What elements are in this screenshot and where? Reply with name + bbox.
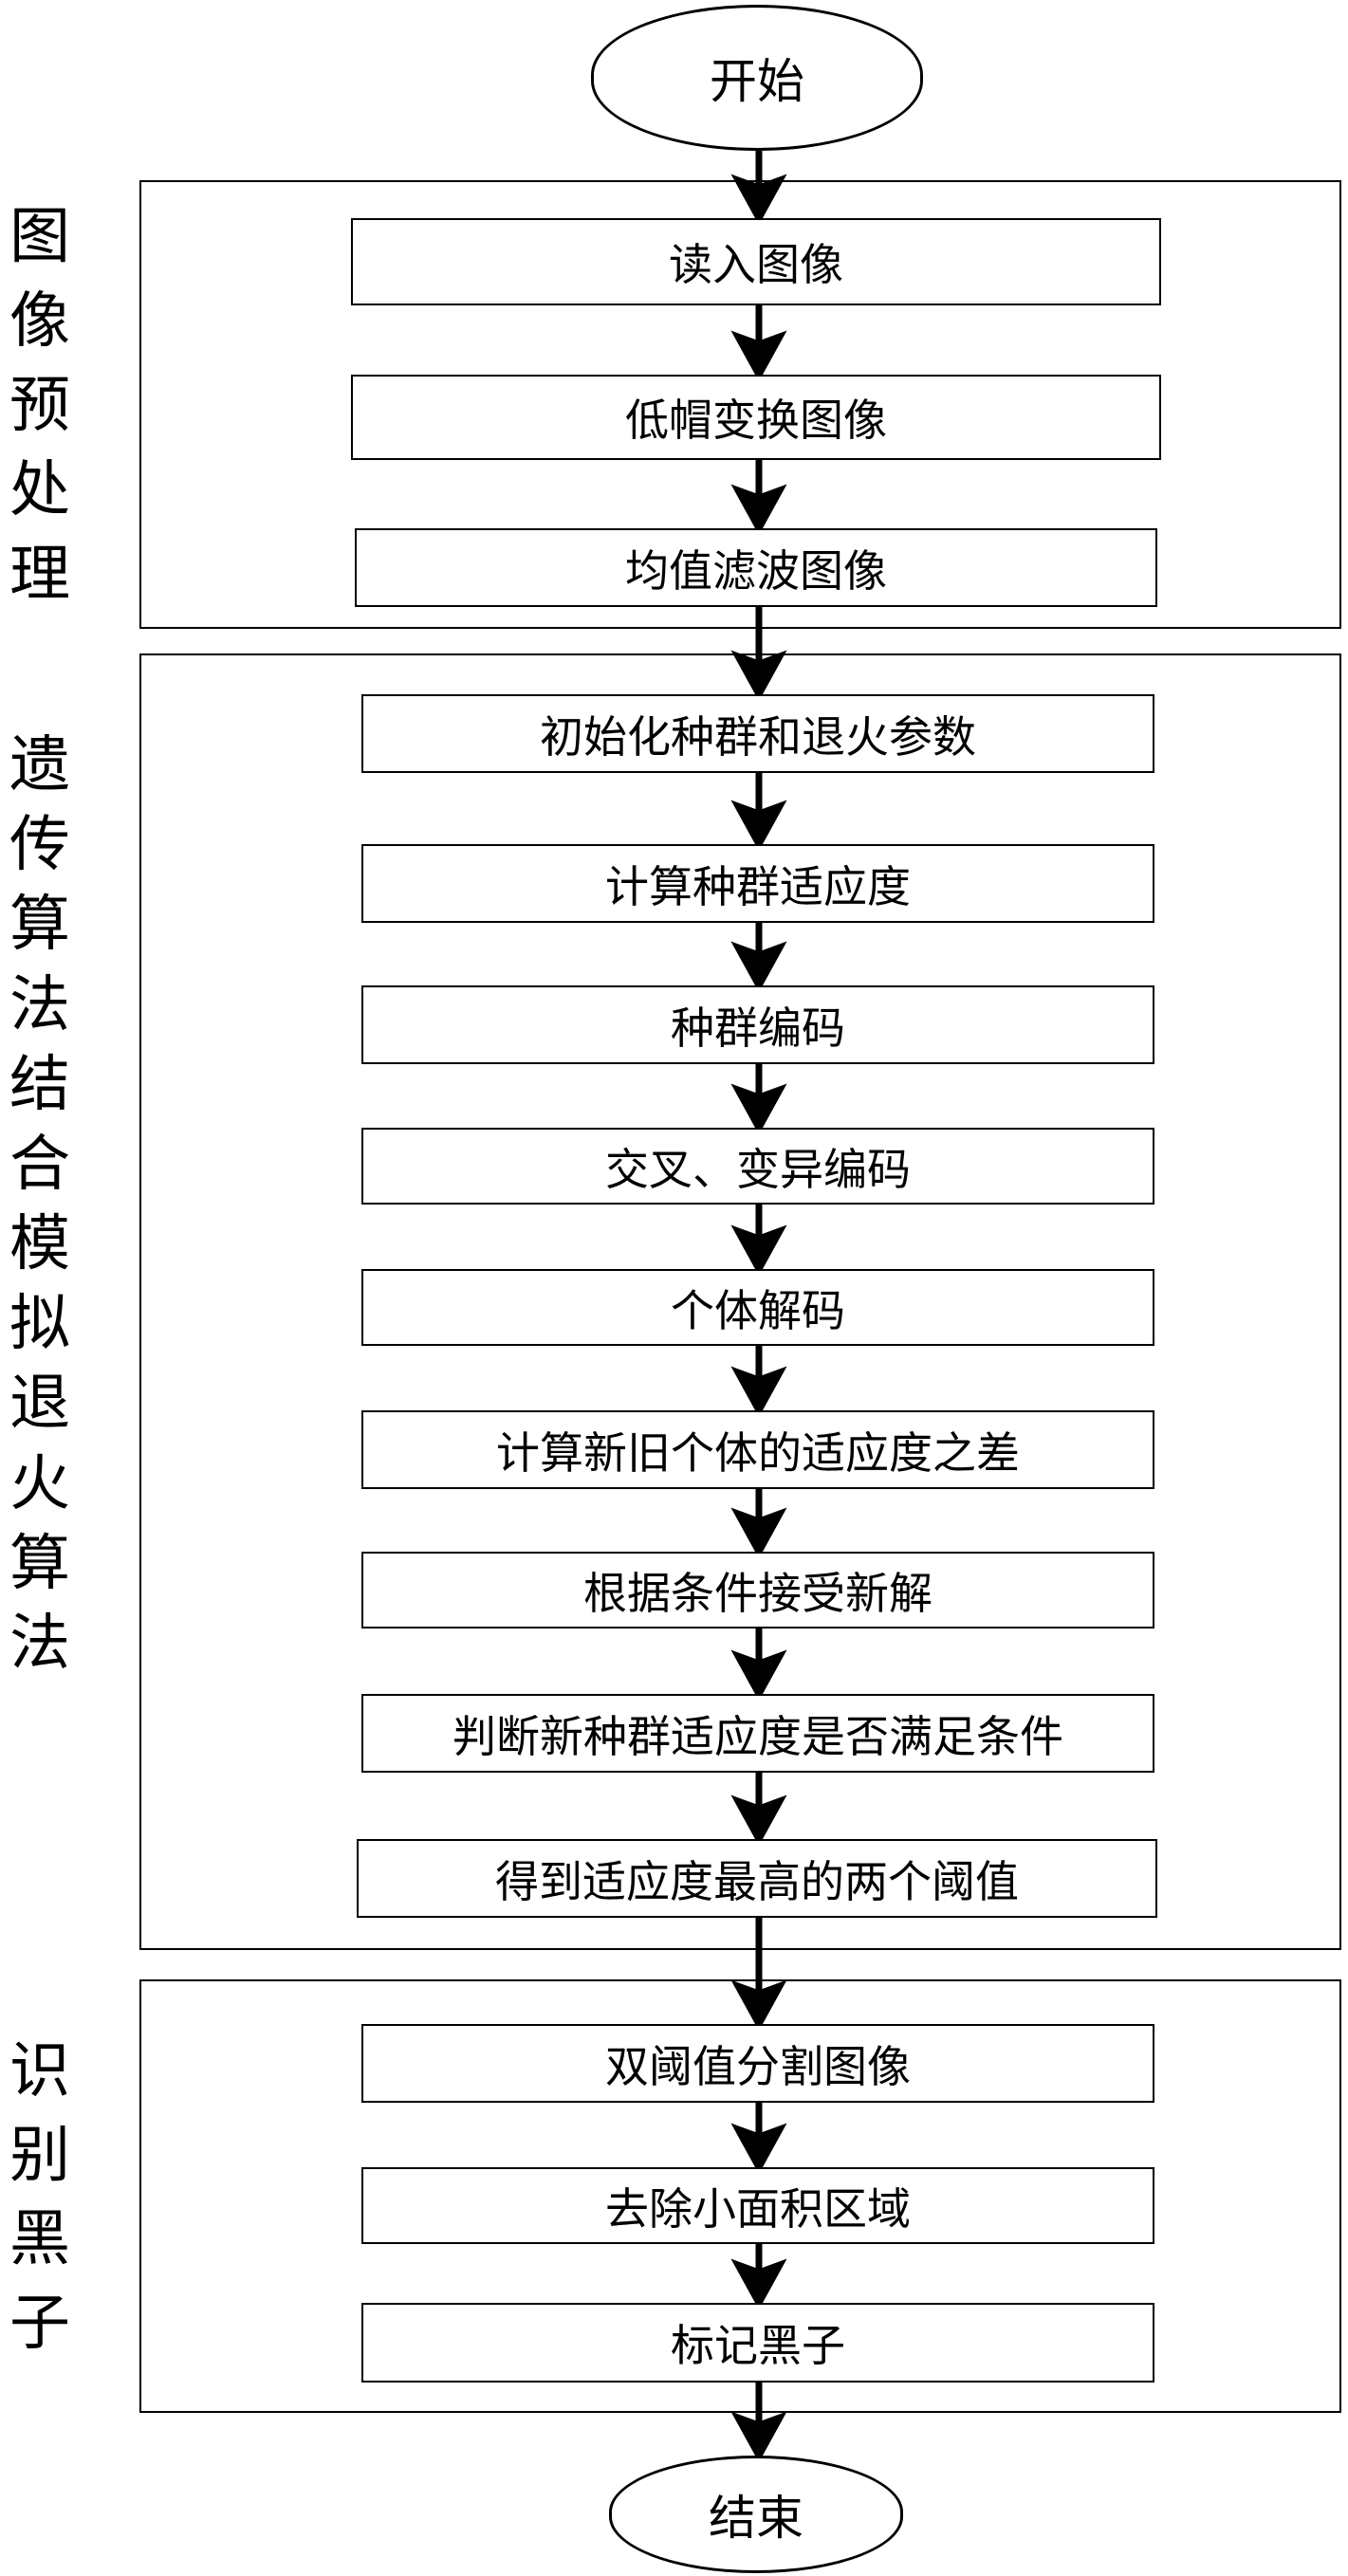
label-char: 识 bbox=[9, 2036, 70, 2107]
label-char: 合 bbox=[9, 1129, 70, 1200]
group-label-ga-sa: 遗传算法结合模拟退火算法 bbox=[6, 735, 74, 1674]
label-char: 法 bbox=[9, 1608, 70, 1679]
step-mark-sunspots: 标记黑子 bbox=[361, 2303, 1154, 2383]
start-label: 开始 bbox=[710, 54, 804, 109]
label-char: 预 bbox=[9, 371, 70, 441]
group-label-identify-sunspots: 识别黑子 bbox=[6, 2041, 74, 2354]
step-init-population: 初始化种群和退火参数 bbox=[361, 694, 1154, 773]
step-check-condition: 判断新种群适应度是否满足条件 bbox=[361, 1694, 1154, 1773]
step-population-encoding: 种群编码 bbox=[361, 985, 1154, 1064]
step-bottom-hat-transform: 低帽变换图像 bbox=[351, 375, 1161, 460]
label-char: 拟 bbox=[9, 1289, 70, 1360]
step-read-image: 读入图像 bbox=[351, 218, 1161, 305]
label-char: 火 bbox=[9, 1448, 70, 1519]
label-char: 子 bbox=[9, 2288, 70, 2359]
step-compute-fitness: 计算种群适应度 bbox=[361, 844, 1154, 923]
end-terminal: 结束 bbox=[609, 2456, 903, 2573]
label-char: 理 bbox=[9, 540, 70, 610]
label-char: 处 bbox=[9, 455, 70, 525]
label-char: 像 bbox=[9, 286, 70, 357]
step-dual-threshold-segmentation: 双阈值分割图像 bbox=[361, 2024, 1154, 2103]
label-char: 遗 bbox=[9, 730, 70, 800]
step-fitness-difference: 计算新旧个体的适应度之差 bbox=[361, 1410, 1154, 1489]
end-label: 结束 bbox=[709, 2491, 803, 2546]
start-terminal: 开始 bbox=[591, 5, 923, 151]
step-mean-filter: 均值滤波图像 bbox=[355, 528, 1157, 607]
label-char: 算 bbox=[9, 1528, 70, 1599]
step-remove-small-regions: 去除小面积区域 bbox=[361, 2167, 1154, 2244]
group-identify-sunspots bbox=[139, 1979, 1341, 2413]
group-ga-sa bbox=[139, 653, 1341, 1950]
label-char: 黑 bbox=[9, 2204, 70, 2275]
step-crossover-mutation: 交叉、变异编码 bbox=[361, 1128, 1154, 1205]
label-char: 别 bbox=[9, 2120, 70, 2191]
group-image-preprocessing bbox=[139, 180, 1341, 629]
label-char: 算 bbox=[9, 890, 70, 961]
group-label-image-preprocessing: 图像预处理 bbox=[6, 207, 74, 605]
label-char: 退 bbox=[9, 1369, 70, 1440]
label-char: 图 bbox=[9, 202, 70, 272]
step-accept-new-solution: 根据条件接受新解 bbox=[361, 1552, 1154, 1628]
label-char: 传 bbox=[9, 810, 70, 881]
label-char: 模 bbox=[9, 1209, 70, 1280]
label-char: 结 bbox=[9, 1049, 70, 1120]
label-char: 法 bbox=[9, 969, 70, 1040]
step-best-thresholds: 得到适应度最高的两个阈值 bbox=[357, 1839, 1157, 1918]
step-individual-decoding: 个体解码 bbox=[361, 1269, 1154, 1346]
